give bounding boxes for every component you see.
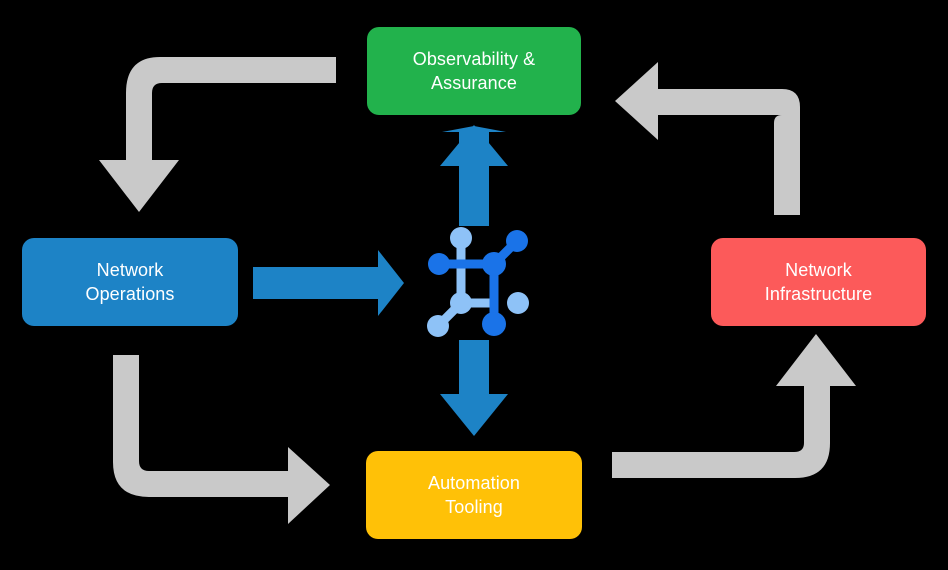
topology-links-light (433, 233, 499, 331)
box-network-operations[interactable]: Network Operations (22, 238, 238, 326)
box-network-infrastructure-label: Network Infrastructure (764, 259, 873, 304)
topology-node-bottom (482, 312, 506, 336)
box-observability-assurance[interactable]: Observability & Assurance (367, 27, 581, 115)
topology-node-right (507, 292, 529, 314)
network-topology-icon (427, 227, 529, 337)
topology-node-left (428, 253, 450, 275)
arrow-center-to-automation-shaft (459, 340, 489, 402)
arrow-center-to-automation-head (440, 394, 508, 436)
topology-node-hub (482, 252, 506, 276)
box-network-infrastructure[interactable]: Network Infrastructure (711, 238, 926, 326)
arrow-operations-to-center (253, 250, 404, 316)
arrow-center-to-observability-head (440, 125, 508, 166)
arrow-automation-to-infrastructure (612, 334, 856, 478)
arrow-operations-to-automation (113, 355, 330, 524)
box-automation-tooling[interactable]: Automation Tooling (366, 451, 582, 539)
arrow-center-to-observability-shaft (459, 160, 489, 226)
arrow-observability-to-operations (99, 57, 336, 212)
box-network-operations-label: Network Operations (85, 259, 175, 304)
topology-node-top (450, 227, 472, 249)
box-automation-tooling-label: Automation Tooling (427, 472, 521, 517)
topology-node-upper-right (506, 230, 528, 252)
topology-node-center-lower (450, 292, 472, 314)
topology-node-lower-left (427, 315, 449, 337)
box-observability-label: Observability & Assurance (412, 48, 536, 93)
arrow-infrastructure-to-observability (615, 62, 800, 215)
